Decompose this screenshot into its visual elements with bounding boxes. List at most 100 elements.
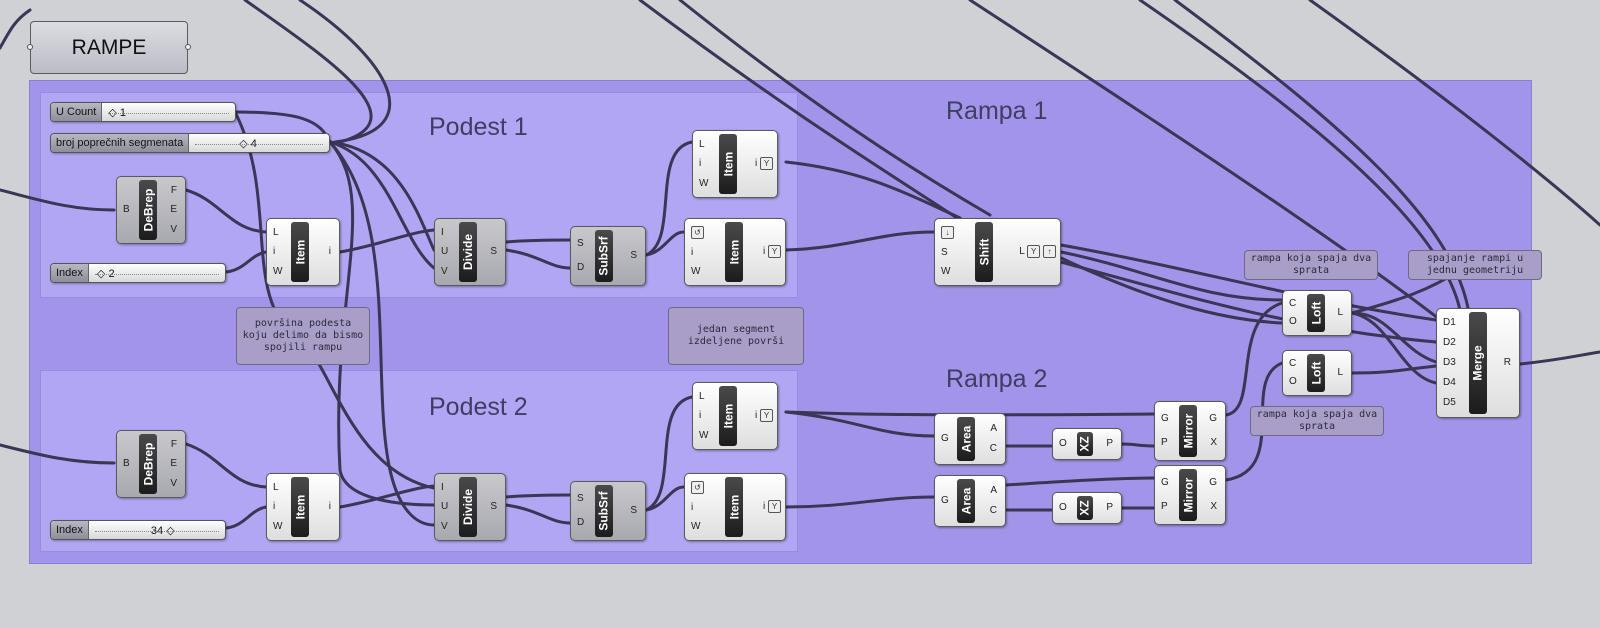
port-p[interactable]: P bbox=[1106, 438, 1113, 449]
port-p[interactable]: P bbox=[1161, 436, 1168, 448]
port-s-out[interactable]: S bbox=[630, 505, 637, 516]
port-s[interactable]: S bbox=[577, 493, 584, 505]
port-w[interactable]: W bbox=[941, 265, 951, 277]
graft-icon[interactable]: Y bbox=[768, 500, 781, 514]
port-p[interactable]: P bbox=[1161, 500, 1168, 512]
note-panel-rampa-1[interactable]: rampa koja spaja dva sprata bbox=[1244, 250, 1378, 280]
port-c[interactable]: C bbox=[989, 505, 997, 517]
port-a[interactable]: A bbox=[990, 484, 997, 496]
index-slider-2[interactable]: Index 34 ◇ bbox=[50, 520, 226, 540]
port-l[interactable]: L bbox=[699, 138, 705, 150]
port-g[interactable]: G bbox=[941, 495, 949, 506]
port-b[interactable]: B bbox=[123, 204, 130, 215]
port-l-out[interactable]: L bbox=[1337, 367, 1343, 378]
index-track-2[interactable]: 34 ◇ bbox=[89, 521, 225, 539]
port-i-out[interactable]: i bbox=[762, 501, 766, 513]
port-i[interactable]: I bbox=[441, 481, 444, 493]
port-o[interactable]: O bbox=[1059, 438, 1067, 449]
port-w[interactable]: W bbox=[699, 429, 709, 441]
index-slider-1[interactable]: Index ◇ 2 bbox=[50, 263, 226, 283]
port-c[interactable]: C bbox=[1289, 357, 1297, 369]
port-d1[interactable]: D1 bbox=[1443, 317, 1456, 328]
port-s[interactable]: S bbox=[941, 246, 948, 258]
port-i[interactable]: i bbox=[699, 410, 702, 421]
port-i[interactable]: I bbox=[441, 226, 444, 238]
port-d[interactable]: D bbox=[577, 261, 585, 273]
port-s[interactable]: S bbox=[577, 238, 584, 250]
note-panel-rampa-2[interactable]: rampa koja spaja dva sprata bbox=[1250, 406, 1384, 436]
port-b[interactable]: B bbox=[123, 458, 130, 469]
port-i[interactable]: i bbox=[691, 246, 694, 258]
port-v[interactable]: V bbox=[441, 520, 448, 532]
port-o[interactable]: O bbox=[1289, 316, 1297, 328]
reverse-icon[interactable]: ↺ bbox=[691, 226, 704, 240]
port-i[interactable]: i bbox=[273, 501, 276, 512]
title-input-grip[interactable] bbox=[27, 44, 33, 50]
port-w[interactable]: W bbox=[273, 265, 283, 277]
port-v[interactable]: V bbox=[170, 223, 177, 235]
port-g[interactable]: G bbox=[1161, 477, 1169, 489]
graft-icon[interactable]: Y bbox=[760, 409, 773, 423]
port-v[interactable]: V bbox=[170, 477, 177, 489]
port-i-out[interactable]: i bbox=[328, 246, 331, 257]
segments-track[interactable]: ◇ 4 bbox=[189, 134, 329, 152]
note-panel-segment[interactable]: jedan segment izdeljene površi bbox=[668, 307, 804, 365]
port-d3[interactable]: D3 bbox=[1443, 357, 1456, 368]
port-o[interactable]: O bbox=[1059, 502, 1067, 513]
port-w[interactable]: W bbox=[691, 265, 701, 277]
port-s[interactable]: S bbox=[490, 501, 497, 512]
port-w[interactable]: W bbox=[691, 520, 701, 532]
port-e[interactable]: E bbox=[170, 458, 177, 469]
port-u[interactable]: U bbox=[441, 501, 449, 512]
port-i-out[interactable]: i bbox=[328, 501, 331, 512]
port-i[interactable]: i bbox=[699, 158, 702, 169]
port-l[interactable]: L bbox=[273, 226, 279, 238]
flatten-icon[interactable]: ↓ bbox=[941, 226, 954, 240]
port-g[interactable]: G bbox=[941, 433, 949, 444]
u-count-track[interactable]: ◇ 1 bbox=[102, 103, 235, 121]
port-i-out[interactable]: i bbox=[754, 158, 758, 170]
port-c[interactable]: C bbox=[989, 443, 997, 455]
port-x[interactable]: X bbox=[1210, 436, 1217, 448]
xz-plane-component-2[interactable]: O XZ P bbox=[1052, 492, 1122, 524]
port-s[interactable]: S bbox=[490, 246, 497, 257]
port-f[interactable]: F bbox=[170, 438, 177, 450]
port-l[interactable]: L bbox=[273, 481, 279, 493]
port-g-out[interactable]: G bbox=[1209, 413, 1217, 425]
note-panel-merge[interactable]: spajanje rampi u jednu geometriju bbox=[1408, 250, 1542, 280]
segments-slider[interactable]: broj poprečnih segmenata ◇ 4 bbox=[50, 133, 330, 153]
index-track-1[interactable]: ◇ 2 bbox=[89, 264, 225, 282]
u-count-slider[interactable]: U Count ◇ 1 bbox=[50, 102, 236, 122]
port-c[interactable]: C bbox=[1289, 297, 1297, 309]
graft-icon[interactable]: Y bbox=[768, 245, 781, 259]
port-l-out[interactable]: L bbox=[1019, 246, 1025, 258]
xz-plane-component-1[interactable]: O XZ P bbox=[1052, 428, 1122, 460]
reverse-icon[interactable]: ↺ bbox=[691, 481, 704, 495]
port-i[interactable]: i bbox=[691, 501, 694, 513]
simplify-icon[interactable]: ↑ bbox=[1043, 245, 1056, 259]
graft-icon[interactable]: Y bbox=[1027, 245, 1041, 259]
port-g-out[interactable]: G bbox=[1209, 477, 1217, 489]
port-l-out[interactable]: L bbox=[1337, 307, 1343, 318]
port-x[interactable]: X bbox=[1210, 500, 1217, 512]
port-d5[interactable]: D5 bbox=[1443, 397, 1456, 408]
port-l[interactable]: L bbox=[699, 390, 705, 402]
port-w[interactable]: W bbox=[273, 520, 283, 532]
